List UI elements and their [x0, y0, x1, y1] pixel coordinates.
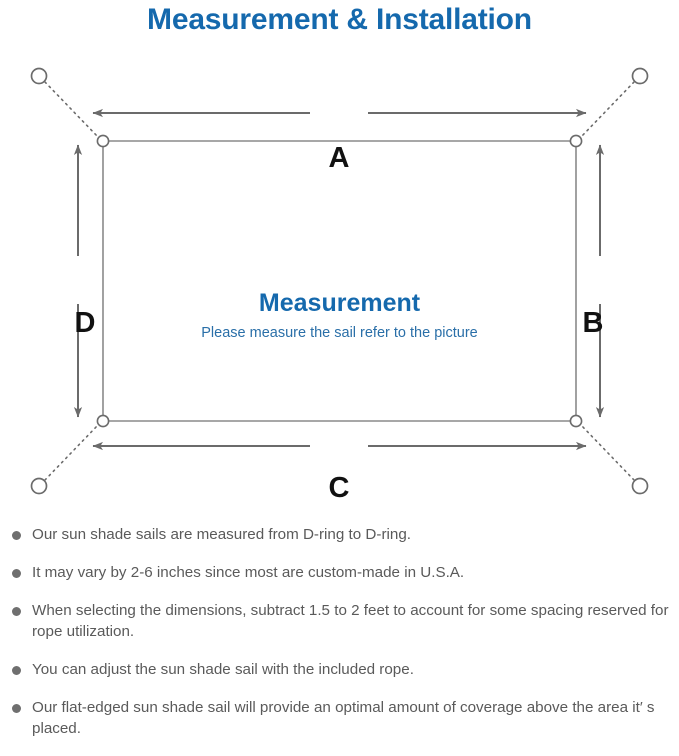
anchor-point-bottom-left — [30, 477, 48, 495]
sun-shade-sail-measurement-diagram: Measurement Please measure the sail refe… — [0, 46, 679, 516]
note-text: When selecting the dimensions, subtract … — [32, 602, 669, 640]
sail-outline — [102, 140, 577, 422]
rope-line-top-left — [44, 81, 99, 138]
rope-line-bottom-right — [580, 424, 635, 481]
anchor-point-top-left — [30, 67, 48, 85]
anchor-points — [30, 67, 649, 495]
anchor-point-bottom-right — [631, 477, 649, 495]
note-text: It may vary by 2-6 inches since most are… — [32, 564, 465, 581]
dimension-label-c: C — [328, 472, 350, 504]
d-ring-top-right — [569, 134, 583, 148]
bullet-icon — [12, 607, 21, 616]
d-ring-top-left — [96, 134, 110, 148]
d-rings — [96, 134, 583, 428]
list-item: Our sun shade sails are measured from D-… — [0, 524, 679, 545]
list-item: You can adjust the sun shade sail with t… — [0, 659, 679, 680]
dimension-label-d: D — [74, 307, 96, 339]
list-item: When selecting the dimensions, subtract … — [0, 600, 679, 642]
rope-lines — [44, 81, 635, 481]
note-text: Our flat-edged sun shade sail will provi… — [32, 699, 655, 737]
anchor-point-top-right — [631, 67, 649, 85]
dimension-label-a: A — [328, 142, 350, 174]
bullet-icon — [12, 704, 21, 713]
bullet-icon — [12, 569, 21, 578]
rope-line-top-right — [580, 81, 635, 138]
note-text: You can adjust the sun shade sail with t… — [32, 661, 414, 678]
diagram-canvas — [30, 67, 649, 495]
d-ring-bottom-left — [96, 414, 110, 428]
dimension-label-b: B — [582, 307, 604, 339]
notes-list: Our sun shade sails are measured from D-… — [0, 524, 679, 756]
d-ring-bottom-right — [569, 414, 583, 428]
note-text: Our sun shade sails are measured from D-… — [32, 526, 411, 543]
bullet-icon — [12, 666, 21, 675]
list-item: It may vary by 2-6 inches since most are… — [0, 562, 679, 583]
rope-line-bottom-left — [44, 424, 99, 481]
bullet-icon — [12, 531, 21, 540]
list-item: Our flat-edged sun shade sail will provi… — [0, 697, 679, 739]
page-title: Measurement & Installation — [147, 3, 532, 36]
